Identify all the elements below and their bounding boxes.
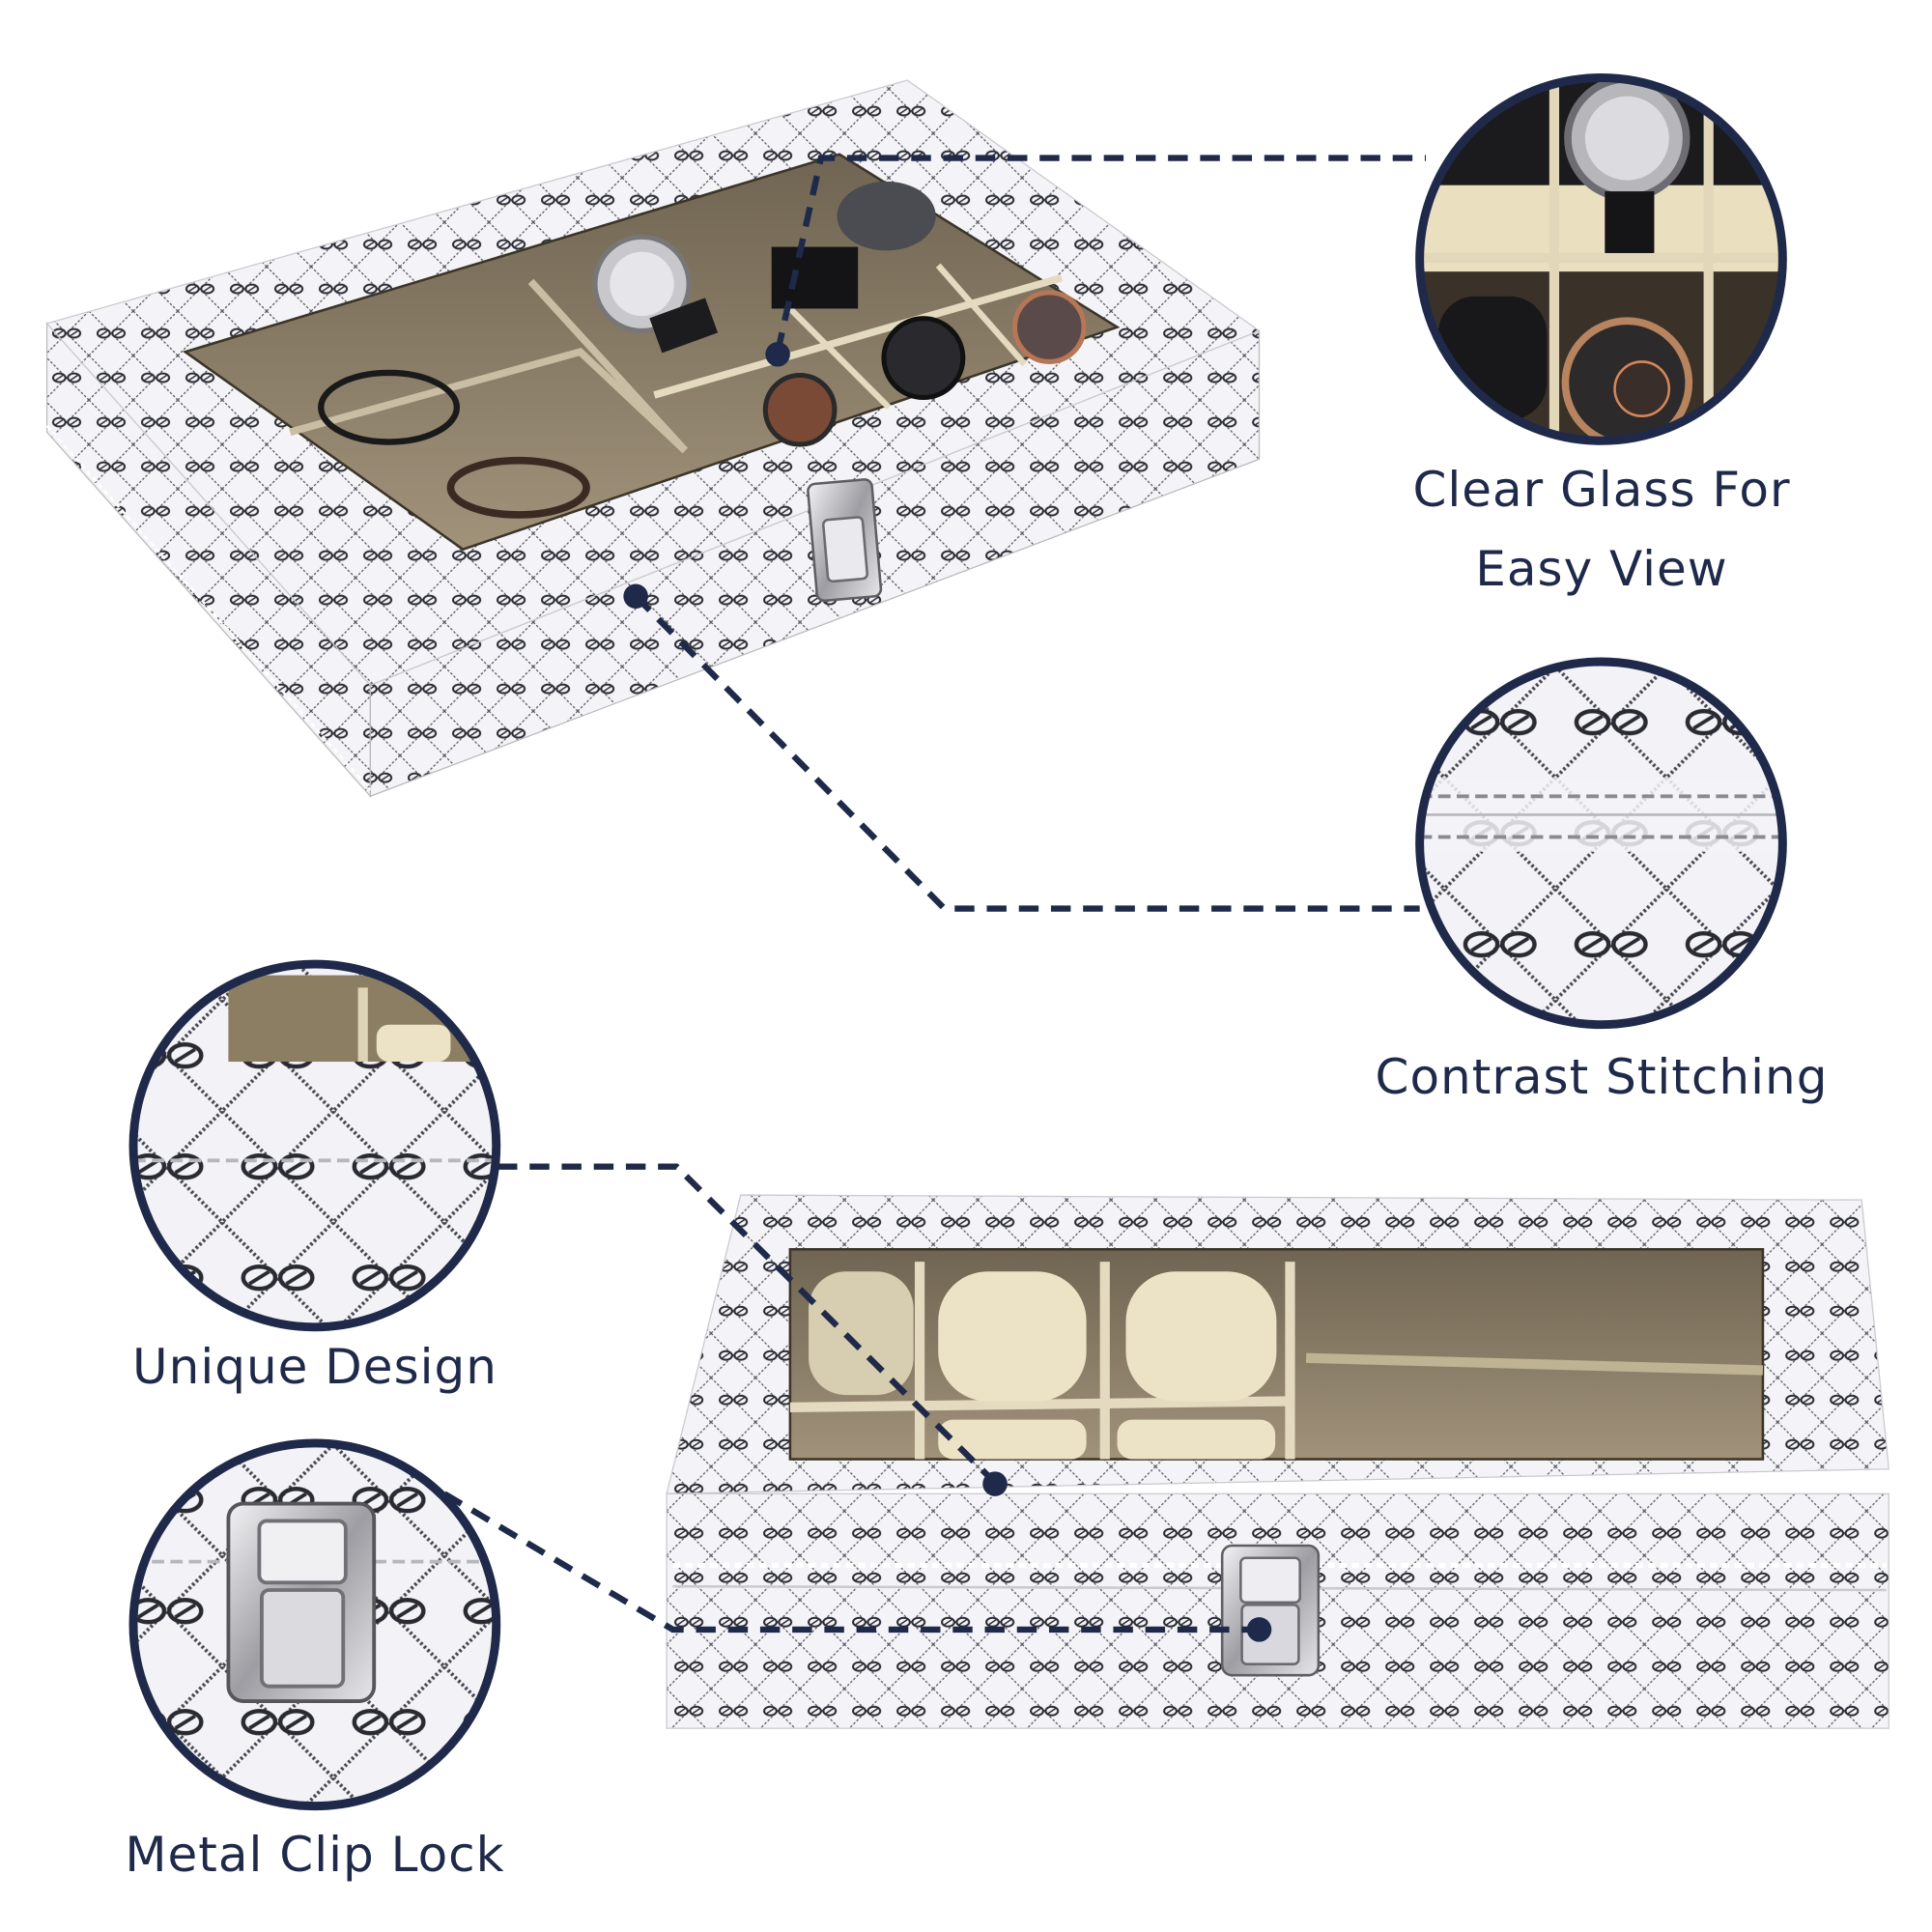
contrast-stitching-label: Contrast Stitching — [1375, 1049, 1829, 1105]
clear-glass-closeup — [1415, 73, 1787, 445]
bottom-watch-box — [666, 1194, 1889, 1729]
leader-lines — [442, 155, 1427, 1634]
top-watch-box — [45, 79, 1261, 798]
leader-metal-clip-lock — [442, 1491, 1260, 1634]
watch-icons — [318, 181, 1087, 519]
contrast-stitching-closeup — [1415, 657, 1787, 1030]
leader-contrast-stitching — [633, 594, 1420, 912]
top-clip-lock — [807, 478, 883, 603]
unique-design-label: Unique Design — [132, 1339, 497, 1395]
watch-pillow — [1125, 1271, 1277, 1402]
clear-glass-label-line1: Clear Glass For — [1412, 462, 1791, 518]
watch-pillow — [938, 1271, 1087, 1402]
unique-design-closeup — [128, 959, 501, 1332]
glass-window — [182, 153, 1121, 552]
bottom-clip-lock — [1220, 1544, 1321, 1677]
clear-glass-label-line2: Easy View — [1475, 541, 1728, 597]
metal-clip-lock-label: Metal Clip Lock — [125, 1827, 505, 1883]
metal-clip-lock-closeup — [128, 1438, 501, 1811]
leader-dots — [623, 341, 1272, 1642]
leader-unique-design — [497, 1163, 997, 1484]
watch-pillow — [938, 1419, 1087, 1460]
watch-pillow — [1117, 1419, 1276, 1460]
leader-clear-glass — [774, 155, 1427, 353]
